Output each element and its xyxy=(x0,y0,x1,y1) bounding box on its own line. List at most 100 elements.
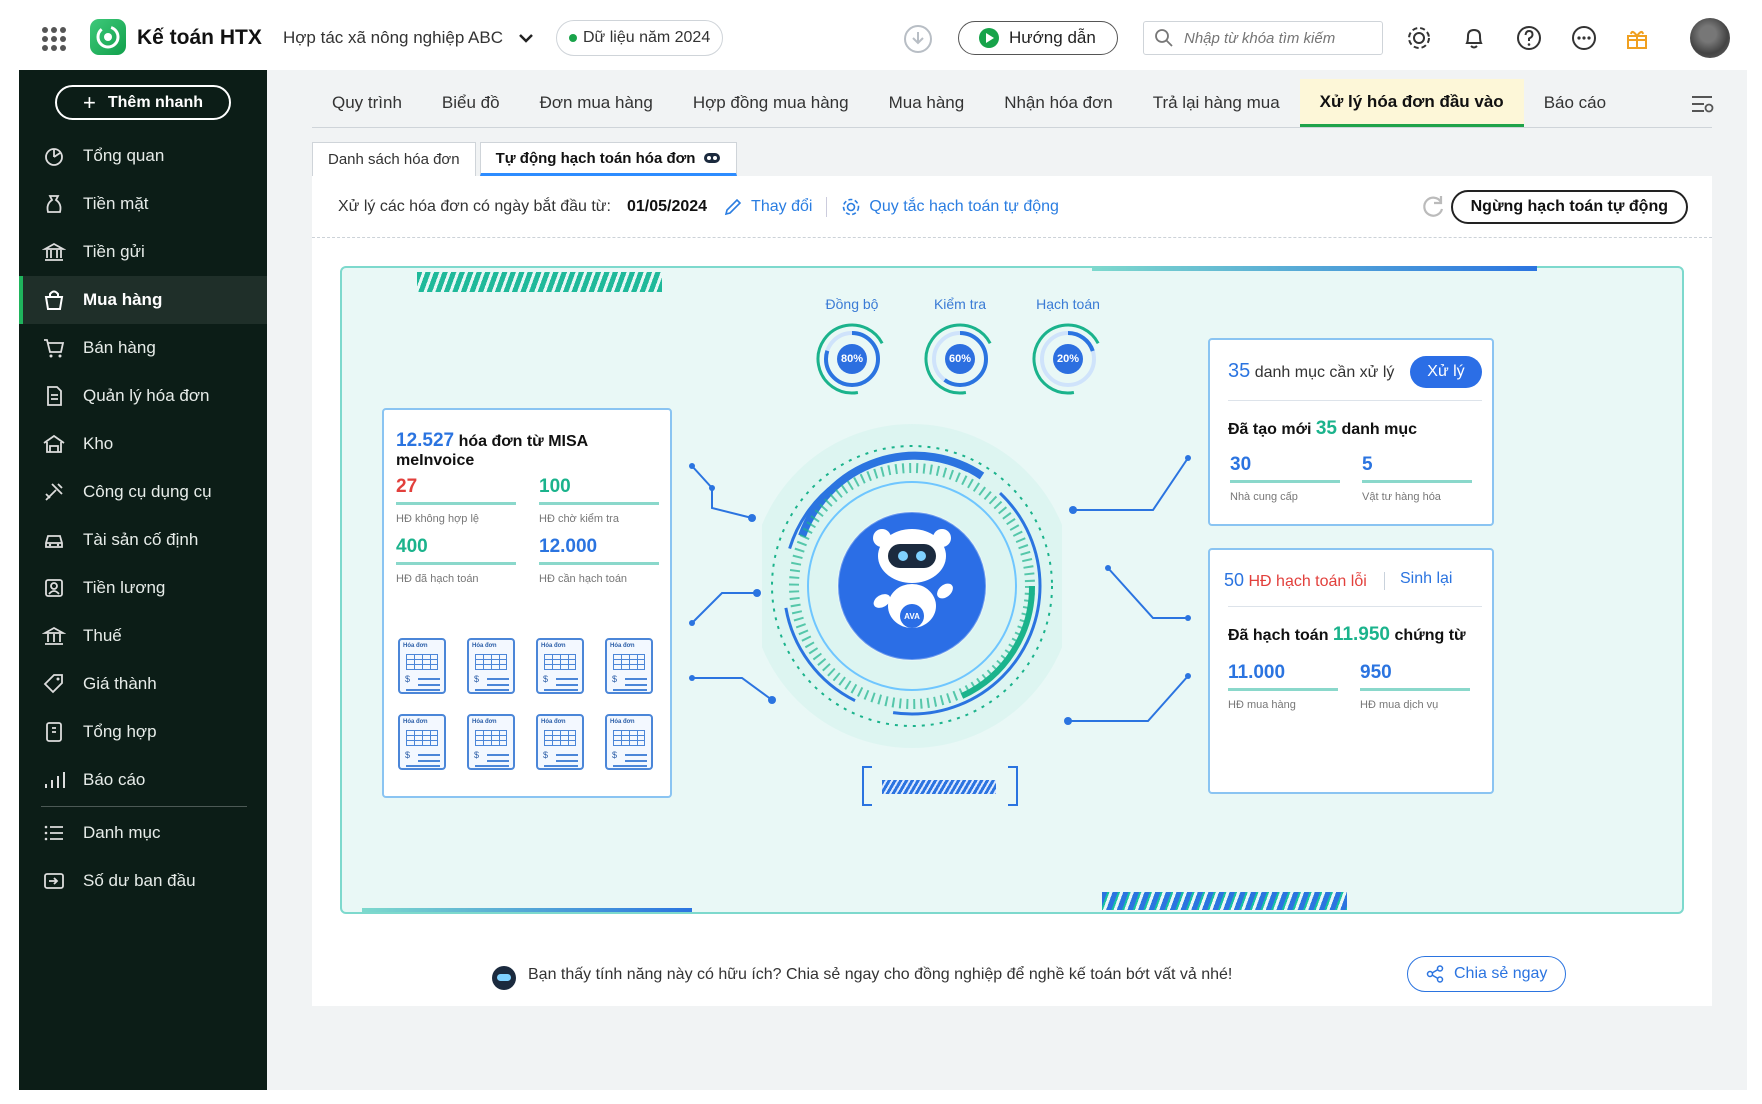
robot-icon xyxy=(704,153,721,163)
stat-value: 30 xyxy=(1230,454,1340,483)
sidebar-item-5[interactable]: Quản lý hóa đơn xyxy=(19,372,267,420)
apps-grid-icon[interactable] xyxy=(42,27,66,51)
sidebar-item-1[interactable]: Tiền mặt xyxy=(19,180,267,228)
stat-label: HĐ mua hàng xyxy=(1228,699,1296,711)
help-icon[interactable] xyxy=(1515,24,1543,52)
tab-2[interactable]: Đơn mua hàng xyxy=(539,93,653,112)
stat-label: HĐ không hợp lệ xyxy=(396,513,480,525)
tab-settings-icon[interactable] xyxy=(1690,94,1716,114)
user-avatar[interactable] xyxy=(1690,18,1730,58)
divider xyxy=(1228,400,1482,401)
invoice-doc-label: Hóa đơn xyxy=(403,719,428,725)
car-icon xyxy=(41,527,67,553)
stat-label: HĐ đã hạch toán xyxy=(396,573,479,585)
share-button[interactable]: Chia sẻ ngay xyxy=(1407,956,1567,992)
quick-add-button[interactable]: +Thêm nhanh xyxy=(55,85,231,120)
tab-4[interactable]: Mua hàng xyxy=(888,93,965,112)
process-button[interactable]: Xử lý xyxy=(1410,356,1482,388)
sidebar-item-14[interactable]: Danh mục xyxy=(19,809,267,857)
posted-summary: Đã hạch toán 11.950 chứng từ xyxy=(1228,624,1466,646)
download-icon[interactable] xyxy=(904,25,932,53)
sidebar-item-label: Bán hàng xyxy=(83,338,156,357)
sidebar-item-8[interactable]: Tài sản cố định xyxy=(19,516,267,564)
stop-auto-posting-button[interactable]: Ngừng hạch toán tự động xyxy=(1450,190,1688,224)
created-count: 35 xyxy=(1315,418,1337,439)
step-percent: 20% xyxy=(1053,344,1083,374)
invoice-doc-icon: Hóa đơn$ xyxy=(605,714,653,770)
search-input[interactable] xyxy=(1184,29,1364,47)
tab-1[interactable]: Biểu đồ xyxy=(441,93,500,112)
subtab-invoice-list[interactable]: Danh sách hóa đơn xyxy=(312,142,476,176)
tab-3[interactable]: Hợp đồng mua hàng xyxy=(692,93,849,112)
bell-icon[interactable] xyxy=(1460,24,1488,52)
sidebar-item-10[interactable]: Thuế xyxy=(19,612,267,660)
sidebar-item-15[interactable]: Số dư ban đầu xyxy=(19,857,267,905)
tab-6[interactable]: Trả lại hàng mua xyxy=(1152,93,1280,112)
tab-5[interactable]: Nhận hóa đơn xyxy=(1004,93,1113,112)
decor-stripe xyxy=(417,272,662,292)
gift-icon[interactable] xyxy=(1623,24,1651,52)
sidebar-item-7[interactable]: Công cụ dụng cụ xyxy=(19,468,267,516)
posting-toolbar: Xử lý các hóa đơn có ngày bắt đầu từ: 01… xyxy=(312,176,1712,238)
category-heading: 35 danh mục cần xử lý xyxy=(1228,360,1394,383)
step-label: Đồng bộ xyxy=(825,296,879,312)
tab-0[interactable]: Quy trình xyxy=(332,93,402,112)
tab-7[interactable]: Xử lý hóa đơn đầu vào xyxy=(1299,79,1524,127)
sidebar-item-4[interactable]: Bán hàng xyxy=(19,324,267,372)
guide-button[interactable]: Hướng dẫn xyxy=(958,21,1118,55)
organization-selector[interactable]: Hợp tác xã nông nghiệp ABC xyxy=(283,28,504,47)
posting-rules-link[interactable]: Quy tắc hạch toán tự động xyxy=(841,197,1059,217)
invoice-doc-label: Hóa đơn xyxy=(541,643,566,649)
sidebar-item-2[interactable]: Tiền gửi xyxy=(19,228,267,276)
regenerate-link[interactable]: Sinh lại xyxy=(1400,570,1453,587)
sidebar-item-12[interactable]: Tổng hợp xyxy=(19,708,267,756)
step-label: Kiểm tra xyxy=(933,296,987,312)
invoice-doc-label: Hóa đơn xyxy=(541,719,566,725)
more-icon[interactable] xyxy=(1570,24,1598,52)
invoice-doc-label: Hóa đơn xyxy=(610,719,635,725)
subtab-label: Danh sách hóa đơn xyxy=(328,151,460,168)
sidebar-item-label: Tiền mặt xyxy=(83,194,149,213)
sidebar-item-6[interactable]: Kho xyxy=(19,420,267,468)
opening-balance-icon xyxy=(41,868,67,894)
invoice-doc-icon: Hóa đơn$ xyxy=(536,714,584,770)
subtabs: Danh sách hóa đơn Tự động hạch toán hóa … xyxy=(312,142,741,176)
robot-illustration xyxy=(750,424,1074,748)
chevron-down-icon[interactable] xyxy=(518,32,534,44)
sidebar-divider xyxy=(41,806,247,807)
sidebar-item-11[interactable]: Giá thành xyxy=(19,660,267,708)
sidebar-item-9[interactable]: Tiền lương xyxy=(19,564,267,612)
decor-line xyxy=(1092,266,1537,271)
change-date-link[interactable]: Thay đổi xyxy=(723,197,812,217)
price-tag-icon xyxy=(41,671,67,697)
stat-label: HĐ chờ kiểm tra xyxy=(539,513,619,525)
settings-icon[interactable] xyxy=(1405,24,1433,52)
refresh-icon[interactable] xyxy=(1419,193,1447,221)
sidebar-item-13[interactable]: Báo cáo xyxy=(19,756,267,804)
invoice-doc-icon: Hóa đơn$ xyxy=(398,714,446,770)
sidebar-item-label: Báo cáo xyxy=(83,770,146,789)
subtab-auto-posting[interactable]: Tự động hạch toán hóa đơn xyxy=(479,142,738,176)
search-box[interactable] xyxy=(1143,21,1383,55)
right-connectors xyxy=(1064,455,1191,725)
decor-stripe xyxy=(1102,892,1347,910)
data-year-badge[interactable]: Dữ liệu năm 2024 xyxy=(556,20,724,56)
ring-progress xyxy=(1040,331,1096,387)
sidebar-item-label: Tổng quan xyxy=(83,146,165,165)
sidebar-item-label: Mua hàng xyxy=(83,290,163,309)
sidebar-item-3[interactable]: Mua hàng xyxy=(19,276,267,324)
automation-dashboard: Đồng bộ 80% Kiểm tra 60% Hạch toán 20% 1… xyxy=(340,266,1684,914)
subtab-label: Tự động hạch toán hóa đơn xyxy=(495,149,696,167)
tab-8[interactable]: Báo cáo xyxy=(1543,93,1607,112)
sidebar-item-0[interactable]: Tổng quan xyxy=(19,132,267,180)
dashboard-icon xyxy=(41,143,67,169)
